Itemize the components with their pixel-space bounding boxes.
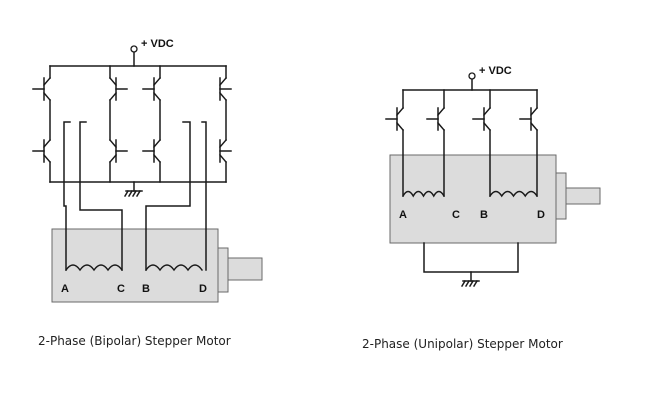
unipolar-terminal-b: B [480, 209, 488, 221]
unipolar-transistor-2 [426, 89, 446, 132]
bipolar-transistor-column-4 [218, 65, 232, 183]
unipolar-diagram: + VDC [362, 65, 601, 351]
bipolar-caption: 2-Phase (Bipolar) Stepper Motor [38, 334, 231, 348]
unipolar-motor-body [389, 154, 557, 244]
unipolar-transistor-1 [385, 89, 405, 132]
unipolar-terminal-a: A [399, 209, 407, 221]
unipolar-coil-wiring [402, 129, 538, 197]
unipolar-center-tap-wiring [423, 242, 519, 282]
bipolar-motor-body [51, 228, 219, 303]
unipolar-terminal-d: D [537, 209, 545, 221]
bipolar-transistor-column-1 [32, 65, 52, 183]
bipolar-vdc-label: + VDC [141, 38, 174, 50]
bipolar-coil-ac [64, 264, 124, 272]
unipolar-coil-bd [488, 190, 539, 198]
bipolar-vdc-terminal [130, 45, 138, 67]
bipolar-coil-bd [144, 264, 204, 272]
unipolar-ground-icon [460, 279, 480, 288]
bipolar-coil-wiring [63, 121, 207, 271]
bipolar-terminal-d: D [199, 283, 207, 295]
unipolar-terminal-c: C [452, 209, 460, 221]
unipolar-vdc-label: + VDC [479, 65, 512, 77]
unipolar-transistor-4 [519, 89, 539, 132]
bipolar-ground-icon [123, 181, 143, 198]
bipolar-transistor-column-3 [142, 65, 162, 183]
unipolar-coil-ac [401, 190, 446, 198]
bipolar-terminal-a: A [61, 283, 69, 295]
unipolar-caption: 2-Phase (Unipolar) Stepper Motor [362, 337, 563, 351]
bipolar-terminal-b: B [142, 283, 150, 295]
bipolar-terminal-c: C [117, 283, 125, 295]
bipolar-diagram: + VDC [32, 38, 263, 348]
unipolar-vdc-terminal [468, 72, 476, 91]
unipolar-transistor-3 [472, 89, 492, 132]
bipolar-transistor-column-2 [108, 65, 128, 183]
